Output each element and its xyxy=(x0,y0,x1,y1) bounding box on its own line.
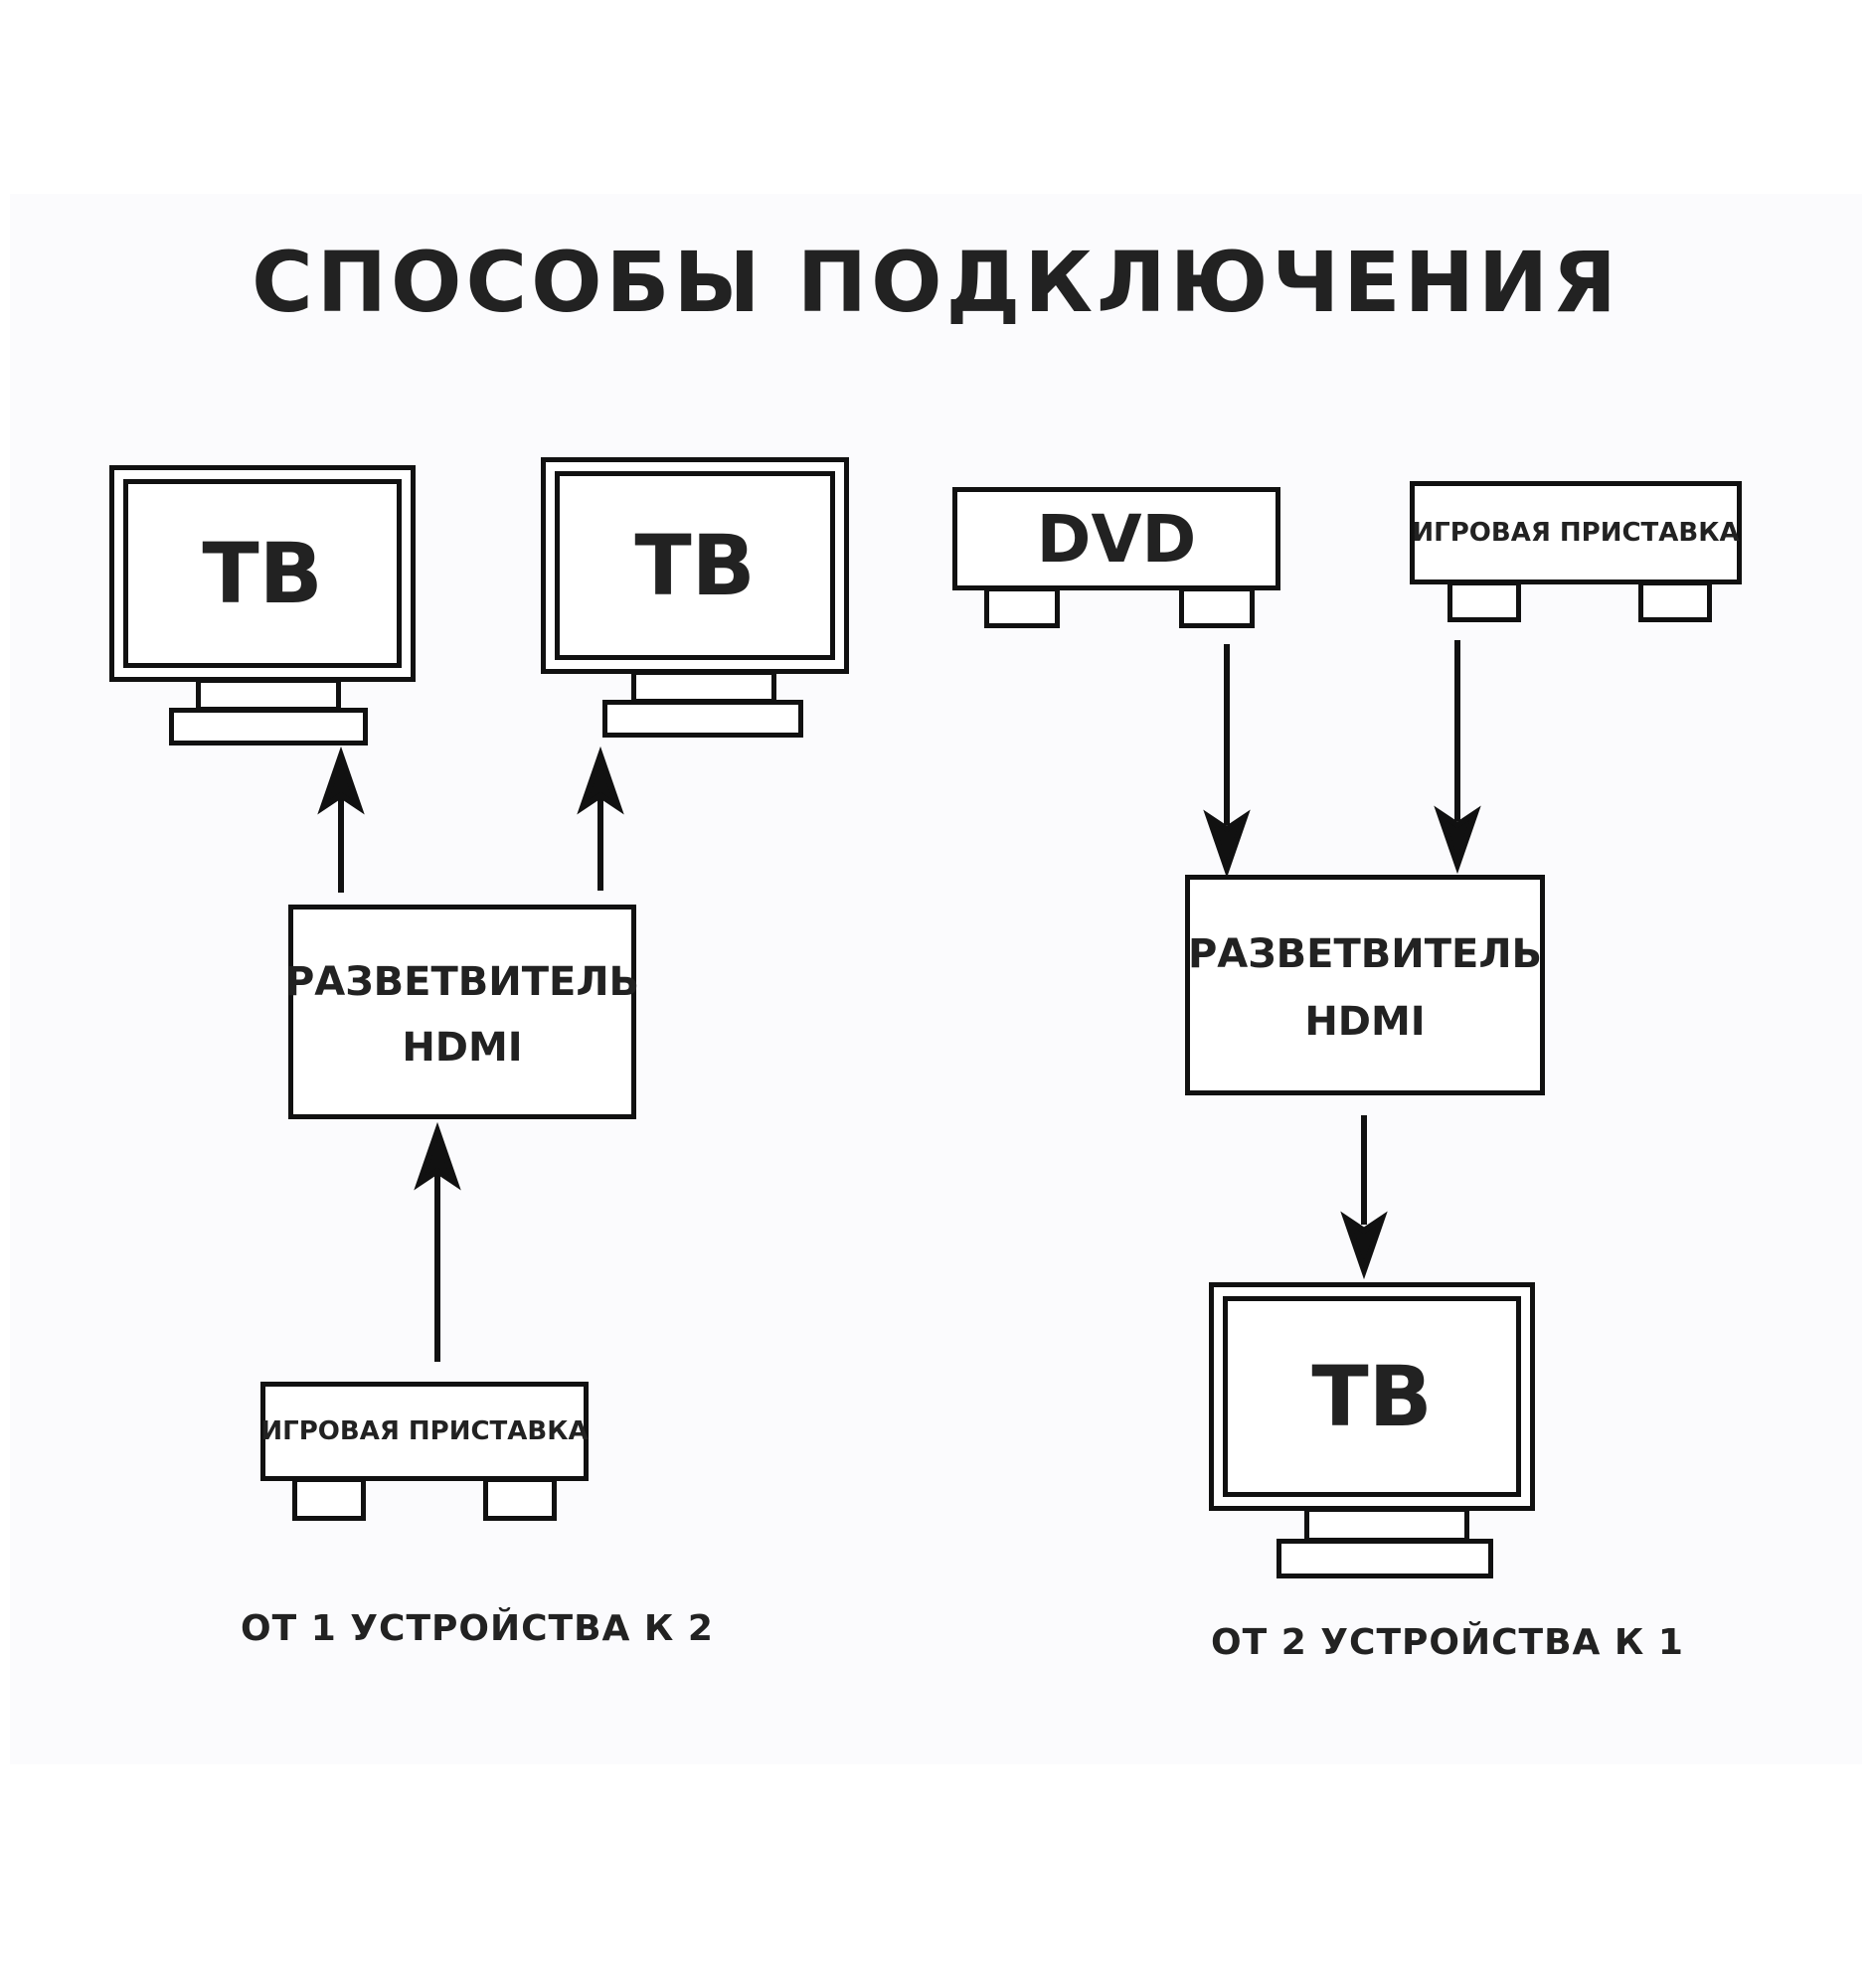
arrow-head-console-splitter xyxy=(1434,805,1481,875)
caption-right: ОТ 2 УСТРОЙСТВА К 1 xyxy=(1211,1622,1684,1663)
tv-left-1-stand-base xyxy=(169,708,368,746)
splitter-right-label-line1: РАЗВЕТВИТЕЛЬ xyxy=(1187,931,1543,977)
game-console-right-foot-1 xyxy=(1447,580,1521,622)
splitter-left-label-line2: HDMI xyxy=(402,1025,523,1071)
arrow-head-tv-right xyxy=(1340,1211,1388,1280)
dvd-player-label: DVD xyxy=(1036,500,1197,578)
page-title: СПОСОБЫ ПОДКЛЮЧЕНИЯ xyxy=(252,234,1620,331)
arrow-head-splitter-left xyxy=(414,1121,461,1191)
splitter-left xyxy=(288,905,636,1119)
game-console-left-body xyxy=(260,1382,589,1481)
tv-left-1-label: ТВ xyxy=(202,525,323,622)
tv-left-2-stand-neck xyxy=(631,670,776,704)
tv-right-screen xyxy=(1223,1296,1521,1497)
splitter-left-label-line1: РАЗВЕТВИТЕЛЬ xyxy=(284,959,640,1005)
arrow-head-tv-left-2 xyxy=(577,746,624,815)
game-console-left-foot-1 xyxy=(292,1477,366,1521)
tv-right-label: ТВ xyxy=(1311,1348,1433,1445)
tv-left-2-screen xyxy=(555,471,835,660)
game-console-right-body xyxy=(1410,481,1742,584)
splitter-right-label-line2: HDMI xyxy=(1304,999,1426,1045)
dvd-player-body xyxy=(952,487,1280,590)
tv-left-2-stand-base xyxy=(602,700,803,738)
game-console-right-label: ИГРОВАЯ ПРИСТАВКА xyxy=(1412,518,1740,548)
tv-right-stand-base xyxy=(1276,1539,1493,1578)
tv-left-1-screen xyxy=(123,479,402,668)
tv-left-2-label: ТВ xyxy=(634,517,756,614)
arrow-head-dvd-splitter xyxy=(1203,809,1251,879)
arrow-head-tv-left-1 xyxy=(317,746,365,815)
splitter-right xyxy=(1185,875,1545,1095)
game-console-right-foot-2 xyxy=(1638,580,1712,622)
dvd-player-foot-2 xyxy=(1179,586,1255,628)
dvd-player-foot-1 xyxy=(984,586,1060,628)
game-console-left-foot-2 xyxy=(483,1477,557,1521)
game-console-left-label: ИГРОВАЯ ПРИСТАВКА xyxy=(260,1416,589,1446)
caption-left: ОТ 1 УСТРОЙСТВА К 2 xyxy=(241,1608,714,1649)
